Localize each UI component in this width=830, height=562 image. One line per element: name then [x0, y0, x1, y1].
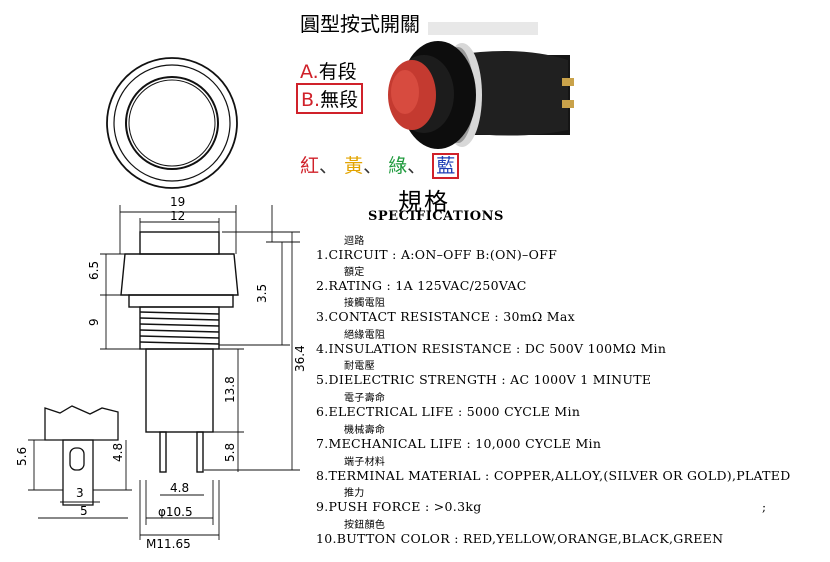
- color-options: 紅、 黃、 綠、 藍: [300, 151, 460, 179]
- spec-item-cn: 額定: [344, 267, 365, 278]
- terminal-dim-5-6: 5.6: [15, 447, 29, 466]
- dim-6-5: 6.5: [87, 261, 101, 280]
- dim-10-5: φ10.5: [158, 505, 193, 519]
- spec-item-2: 額定 2.RATING : 1A 125VAC/250VAC: [316, 267, 527, 293]
- side-view: [120, 231, 239, 473]
- dimension-lines: [28, 205, 300, 540]
- spec-item-5: 耐電壓 5.DIELECTRIC STRENGTH : AC 1000V 1 M…: [316, 361, 651, 387]
- spec-item-8: 端子材料 8.TERMINAL MATERIAL : COPPER,ALLOY,…: [316, 457, 791, 483]
- spec-item-en: 4.INSULATION RESISTANCE : DC 500V 100MΩ …: [316, 341, 667, 356]
- dim-9: 9: [87, 318, 101, 326]
- spec-item-cn: 端子材料: [344, 457, 386, 468]
- spec-item-cn: 電子壽命: [344, 393, 386, 404]
- color-separator: 、: [407, 155, 427, 177]
- spec-title-cn: 規格: [398, 188, 450, 216]
- dim-12: 12: [170, 209, 185, 223]
- spec-item-4: 絕緣電阻 4.INSULATION RESISTANCE : DC 500V 1…: [316, 330, 666, 356]
- spec-title-en: SPECIFICATIONS: [368, 209, 504, 224]
- option-b-label: 無段: [320, 89, 359, 111]
- spec-item-cn: 接觸電阻: [344, 298, 386, 309]
- terminal-dim-5: 5: [80, 504, 88, 518]
- top-view: [106, 57, 238, 189]
- spec-item-en: 3.CONTACT RESISTANCE : 30mΩ Max: [316, 309, 575, 324]
- color-yellow: 黃: [344, 155, 364, 177]
- dim-m11-65: M11.65: [146, 537, 191, 551]
- spec-item-en: 6.ELECTRICAL LIFE : 5000 CYCLE Min: [316, 404, 581, 419]
- dim-36-4: 36.4: [293, 345, 307, 372]
- spec-item-cn: 耐電壓: [344, 361, 375, 372]
- spec-item-en: 2.RATING : 1A 125VAC/250VAC: [316, 278, 527, 293]
- spec-item-en: 10.BUTTON COLOR : RED,YELLOW,ORANGE,BLAC…: [316, 531, 724, 546]
- terminal-dim-3: 3: [76, 486, 84, 500]
- dim-3-5: 3.5: [255, 284, 269, 303]
- option-b-letter: B.: [301, 89, 321, 111]
- color-green: 綠: [388, 155, 408, 177]
- spec-item-10: 按鈕顏色 10.BUTTON COLOR : RED,YELLOW,ORANGE…: [316, 520, 723, 546]
- dim-4-8: 4.8: [170, 481, 189, 495]
- color-red: 紅: [300, 155, 320, 177]
- dim-19: 19: [170, 195, 185, 209]
- spec-item-cn: 按鈕顏色: [344, 520, 386, 531]
- spec-item-en: 7.MECHANICAL LIFE : 10,000 CYCLE Min: [316, 436, 602, 451]
- option-a-label: 有段: [318, 61, 357, 83]
- spec-item-cn: 機械壽命: [344, 425, 386, 436]
- option-b: B.無段: [296, 83, 364, 114]
- option-a-letter: A.: [300, 61, 319, 83]
- dim-13-8: 13.8: [223, 376, 237, 403]
- color-separator: 、: [363, 155, 383, 177]
- spec-item-6: 電子壽命 6.ELECTRICAL LIFE : 5000 CYCLE Min: [316, 393, 580, 419]
- terminal-dim-4-8: 4.8: [111, 443, 125, 462]
- spec-item-1: 迴路 1.CIRCUIT : A:ON–OFF B:(ON)–OFF: [316, 236, 557, 262]
- option-a: A.有段: [300, 57, 357, 84]
- spec-item-en: 1.CIRCUIT : A:ON–OFF B:(ON)–OFF: [316, 247, 558, 262]
- spec-item-en: 9.PUSH FORCE : >0.3kg: [316, 499, 482, 514]
- terminal-detail: [44, 405, 119, 506]
- spec-item-cn: 迴路: [344, 236, 365, 247]
- spec-item-en: 5.DIELECTRIC STRENGTH : AC 1000V 1 MINUT…: [316, 372, 652, 387]
- dim-5-8: 5.8: [223, 443, 237, 462]
- color-separator: 、: [319, 155, 339, 177]
- spec-item-en: 8.TERMINAL MATERIAL : COPPER,ALLOY,(SILV…: [316, 468, 791, 483]
- dimension-labels: 19 12 6.5 9 3.5 36.4 13.8 5.8 4.8 φ10.5 …: [15, 195, 307, 551]
- spec-item-3: 接觸電阻 3.CONTACT RESISTANCE : 30mΩ Max: [316, 298, 575, 324]
- trailing-mark: ;: [762, 500, 767, 514]
- spec-item-9: 推力 9.PUSH FORCE : >0.3kg: [316, 488, 482, 514]
- spec-item-7: 機械壽命 7.MECHANICAL LIFE : 10,000 CYCLE Mi…: [316, 425, 601, 451]
- color-blue: 藍: [432, 153, 460, 179]
- spec-item-cn: 推力: [344, 488, 365, 499]
- spec-item-cn: 絕緣電阻: [344, 330, 386, 341]
- page-title: 圓型按式開關: [300, 12, 420, 36]
- product-photo: [388, 22, 574, 149]
